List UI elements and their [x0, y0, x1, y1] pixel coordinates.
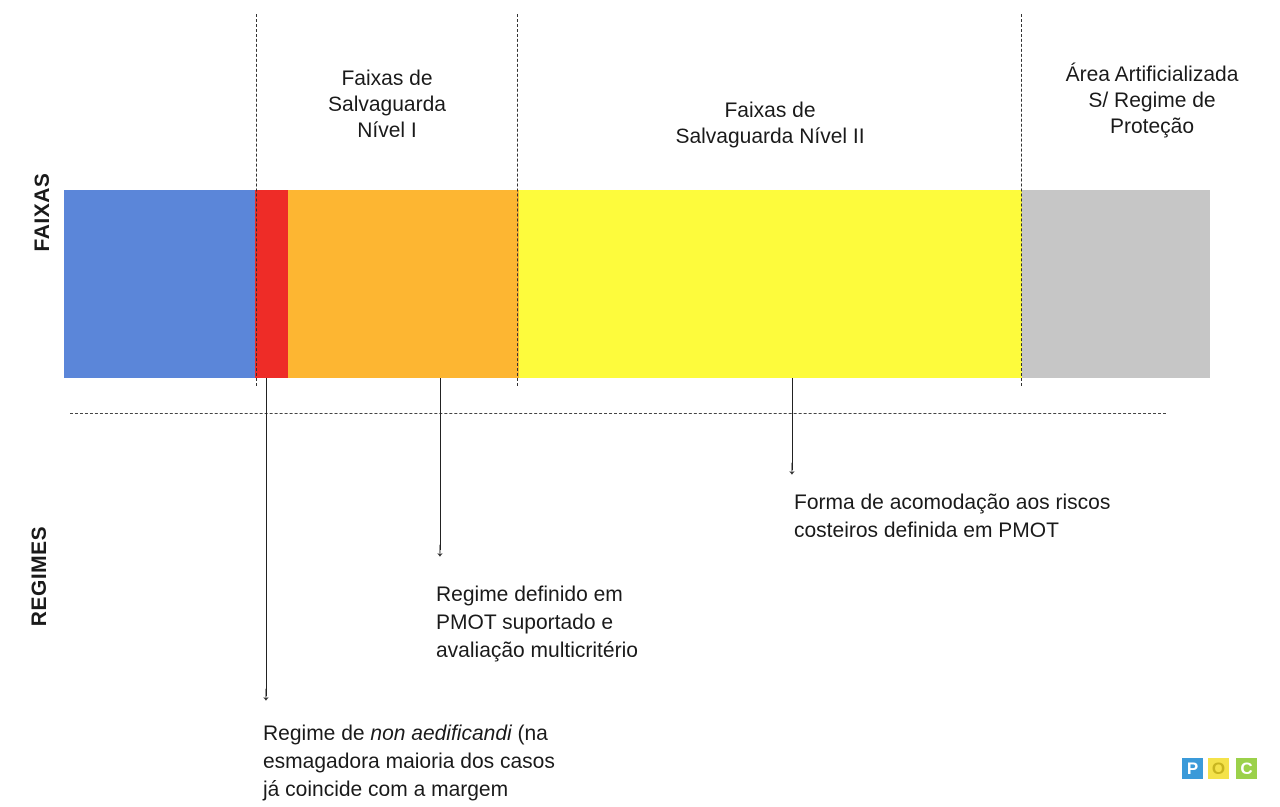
regime-line: costeiros definida em PMOT [794, 519, 1059, 542]
heading-line: Salvaguarda [328, 93, 446, 116]
arrow-red-line [266, 378, 267, 696]
vertical-divider [1021, 14, 1022, 386]
band-sea [64, 190, 255, 378]
regime-line: PMOT suportado e [436, 611, 614, 634]
arrow-nivel2-line [792, 378, 793, 470]
heading-line: Salvaguarda Nível II [675, 125, 865, 148]
regime-line: esmagadora maioria dos casos [263, 750, 555, 773]
arrow-down-icon: ↓ [261, 683, 271, 705]
arrow-down-icon: ↓ [787, 457, 797, 479]
heading-line: S/ Regime de [1088, 89, 1216, 112]
regime-prefix: Regime de [263, 722, 371, 745]
regime-line: Regime definido em [436, 583, 623, 606]
regime-nivel-2-text: Forma de acomodação aos riscos costeiros… [794, 489, 1110, 545]
band-area-artificializada [1022, 190, 1210, 378]
side-label-faixas: FAIXAS [31, 172, 54, 252]
arrow-nivel1-line [440, 378, 441, 550]
arrow-down-icon: ↓ [435, 539, 445, 561]
heading-line: Faixas de [724, 99, 816, 122]
heading-salvaguarda-nivel-1: Faixas de Salvaguarda Nível I [262, 66, 512, 144]
vertical-divider [517, 14, 518, 386]
band-salvaguarda-nivel-2 [519, 190, 1022, 378]
regime-non-aedificandi-text: Regime de non aedificandi (na esmagadora… [263, 720, 555, 804]
heading-line: Área Artificializada [1065, 63, 1239, 86]
heading-area-artificializada: Área Artificializada S/ Regime de Proteç… [1012, 62, 1280, 140]
regime-line: já coincide com a margem [263, 778, 509, 801]
poc-logo: P O C [1182, 758, 1280, 807]
regime-line: Forma de acomodação aos riscos [794, 491, 1111, 514]
side-label-regimes: REGIMES [28, 525, 51, 627]
regime-nivel-1-text: Regime definido em PMOT suportado e aval… [436, 581, 638, 665]
band-salvaguarda-nivel-1 [288, 190, 519, 378]
heading-line: Proteção [1109, 115, 1195, 138]
logo-letter-c: C [1236, 758, 1257, 779]
regime-line: avaliação multicritério [436, 639, 638, 662]
heading-line: Faixas de [341, 67, 433, 90]
regime-italic-term: non aedificandi [370, 722, 512, 745]
heading-line: Nível I [357, 119, 417, 142]
logo-letter-o: O [1208, 758, 1229, 779]
heading-salvaguarda-nivel-2: Faixas de Salvaguarda Nível II [620, 98, 920, 150]
band-non-aedificandi [255, 190, 288, 378]
regime-suffix: (na [511, 722, 548, 745]
logo-letter-p: P [1182, 758, 1203, 779]
horizontal-divider [70, 413, 1166, 414]
vertical-divider [256, 14, 257, 386]
regime-line: Regime de non aedificandi (na [263, 720, 555, 748]
